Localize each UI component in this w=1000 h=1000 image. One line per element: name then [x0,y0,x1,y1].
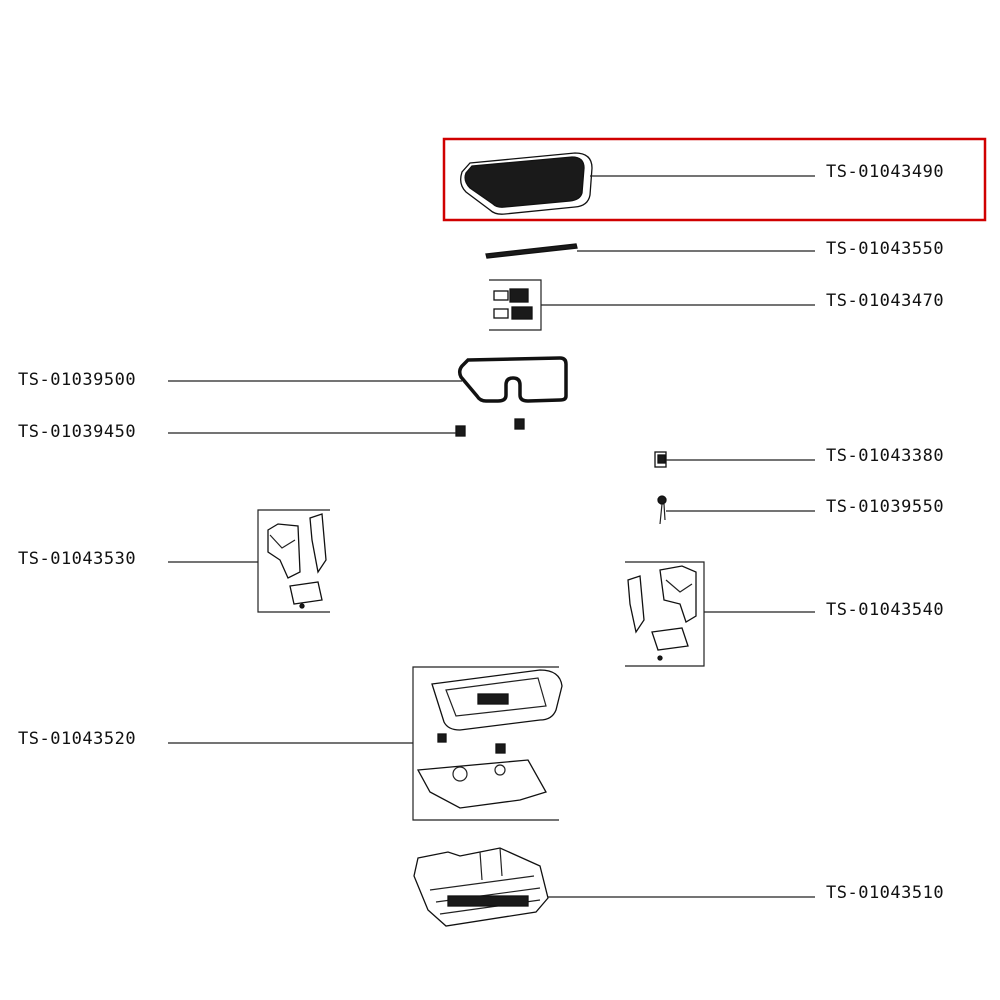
part-number-label[interactable]: TS-01039450 [18,422,137,442]
part-number-label[interactable]: TS-01043520 [18,729,137,749]
part-number-label[interactable]: TS-01043530 [18,549,137,569]
switch-assembly-icon[interactable] [257,509,330,613]
housing-icon[interactable] [413,847,549,927]
part-number-label[interactable]: TS-01043380 [826,446,945,466]
clip-icon[interactable] [455,418,525,437]
part-number-label[interactable]: TS-01043540 [826,600,945,620]
grill-plate-icon[interactable] [460,152,593,215]
base-cover-icon[interactable] [412,666,563,821]
part-number-label[interactable]: TS-01043470 [826,291,945,311]
rod-icon[interactable] [485,243,578,259]
part-number-label[interactable]: TS-01039550 [826,497,945,517]
heating-element-icon[interactable] [457,356,568,403]
part-number-label[interactable]: TS-01039500 [18,370,137,390]
selected-part-highlight [442,137,987,222]
connector-icon[interactable] [654,451,667,468]
part-number-label[interactable]: TS-01043510 [826,883,945,903]
part-number-label[interactable]: TS-01043490 [826,162,945,182]
hinge-set-icon[interactable] [489,279,542,331]
thermostat-icon[interactable] [657,495,667,525]
switch-assembly-icon[interactable] [625,561,705,667]
part-number-label[interactable]: TS-01043550 [826,239,945,259]
